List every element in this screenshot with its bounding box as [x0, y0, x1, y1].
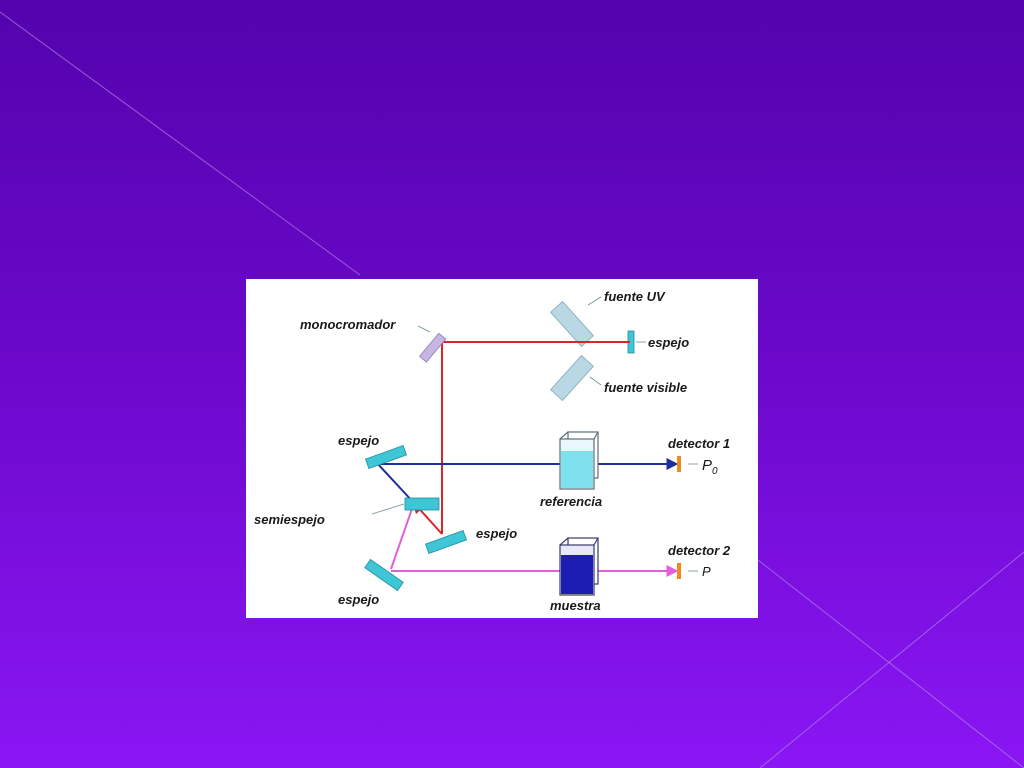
semi-mirror — [404, 497, 440, 511]
label-p: P — [702, 564, 711, 579]
leader-lines — [371, 296, 698, 572]
label-espejo-inferior: espejo — [338, 592, 379, 607]
uv-source — [549, 300, 595, 348]
label-p0-main: P — [702, 457, 712, 474]
reference-cuvette — [559, 431, 599, 490]
decoration-line — [0, 11, 361, 276]
diagram-svg: monocromador fuente UV espejo fuente vis… — [254, 289, 731, 613]
detector-1 — [677, 456, 681, 472]
label-monocromador: monocromador — [300, 317, 396, 332]
monochromator — [418, 332, 447, 363]
label-semiespejo: semiespejo — [254, 512, 325, 527]
label-espejo-central: espejo — [476, 526, 517, 541]
sample-cuvette — [559, 537, 599, 596]
label-p0: P0 — [702, 457, 718, 477]
label-detector-1: detector 1 — [668, 436, 730, 451]
lower-mirror — [364, 558, 404, 592]
central-mirror — [424, 529, 468, 555]
label-fuente-uv: fuente UV — [604, 289, 666, 304]
decoration-line — [759, 551, 1024, 768]
label-espejo-fuente: espejo — [648, 335, 689, 350]
upper-mirror — [364, 444, 408, 470]
beam-semimirror-to-lower-mirror — [390, 502, 415, 570]
spectrophotometer-diagram: monocromador fuente UV espejo fuente vis… — [246, 279, 758, 618]
decoration-line — [757, 559, 1024, 768]
label-p0-sub: 0 — [712, 466, 718, 477]
label-detector-2: detector 2 — [668, 543, 731, 558]
beam-semimirror-to-mirror — [375, 461, 415, 504]
visible-source — [549, 354, 595, 402]
label-referencia: referencia — [540, 494, 602, 509]
detector-2 — [677, 563, 681, 579]
label-espejo-superior: espejo — [338, 433, 379, 448]
label-muestra: muestra — [550, 598, 601, 613]
label-fuente-visible: fuente visible — [604, 380, 687, 395]
